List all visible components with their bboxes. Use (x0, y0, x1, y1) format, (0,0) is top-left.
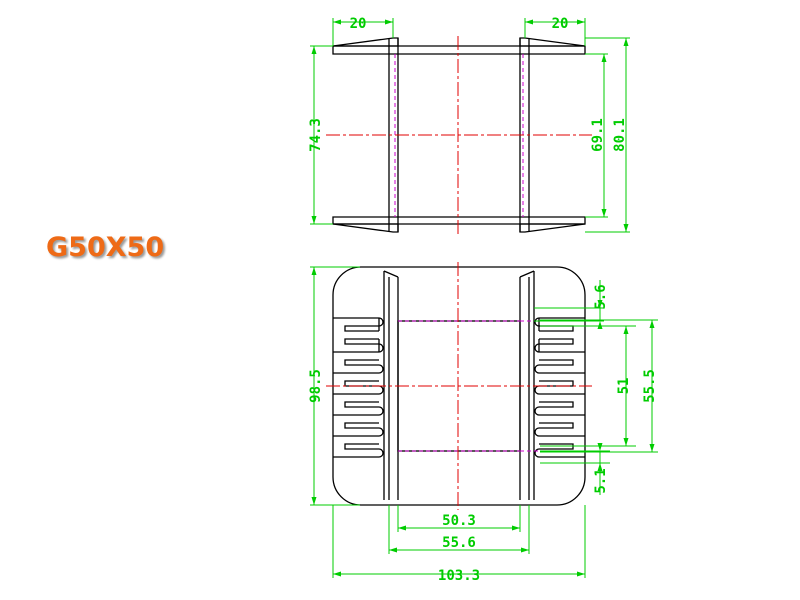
bottom-flange-taper-left (332, 223, 399, 233)
dim-inner-width: 50.3 (442, 513, 476, 529)
top-view: 20 20 74.3 69.1 80.1 (308, 16, 630, 234)
dim-side-height: 74.3 (308, 118, 324, 152)
top-flange-taper-left (332, 37, 399, 47)
dim-core-width: 55.6 (442, 535, 476, 551)
bottom-flange-taper-right (519, 223, 586, 233)
dim-overall-width: 103.3 (438, 568, 480, 584)
dim-top-flange-right: 20 (552, 16, 569, 32)
left-fins (333, 317, 384, 458)
top-flange (332, 45, 586, 55)
bottom-flange (332, 216, 586, 225)
part-title: G50X50 (46, 232, 165, 263)
dim-slot-bottom: 5.1 (593, 468, 609, 493)
dim-top-flange-left: 20 (350, 16, 367, 32)
right-fins (534, 317, 585, 458)
dim-total-height: 80.1 (612, 118, 628, 152)
dim-slot-mid: 51 (616, 378, 632, 395)
dim-slot-top: 5.6 (593, 284, 609, 309)
dim-slot-outer: 55.5 (642, 369, 658, 403)
dim-overall-height: 98.5 (308, 369, 324, 403)
dim-inner-height: 69.1 (590, 118, 606, 152)
top-flange-taper-right (519, 37, 586, 47)
front-view: 98.5 5.6 51 55.5 5.1 (308, 262, 658, 584)
